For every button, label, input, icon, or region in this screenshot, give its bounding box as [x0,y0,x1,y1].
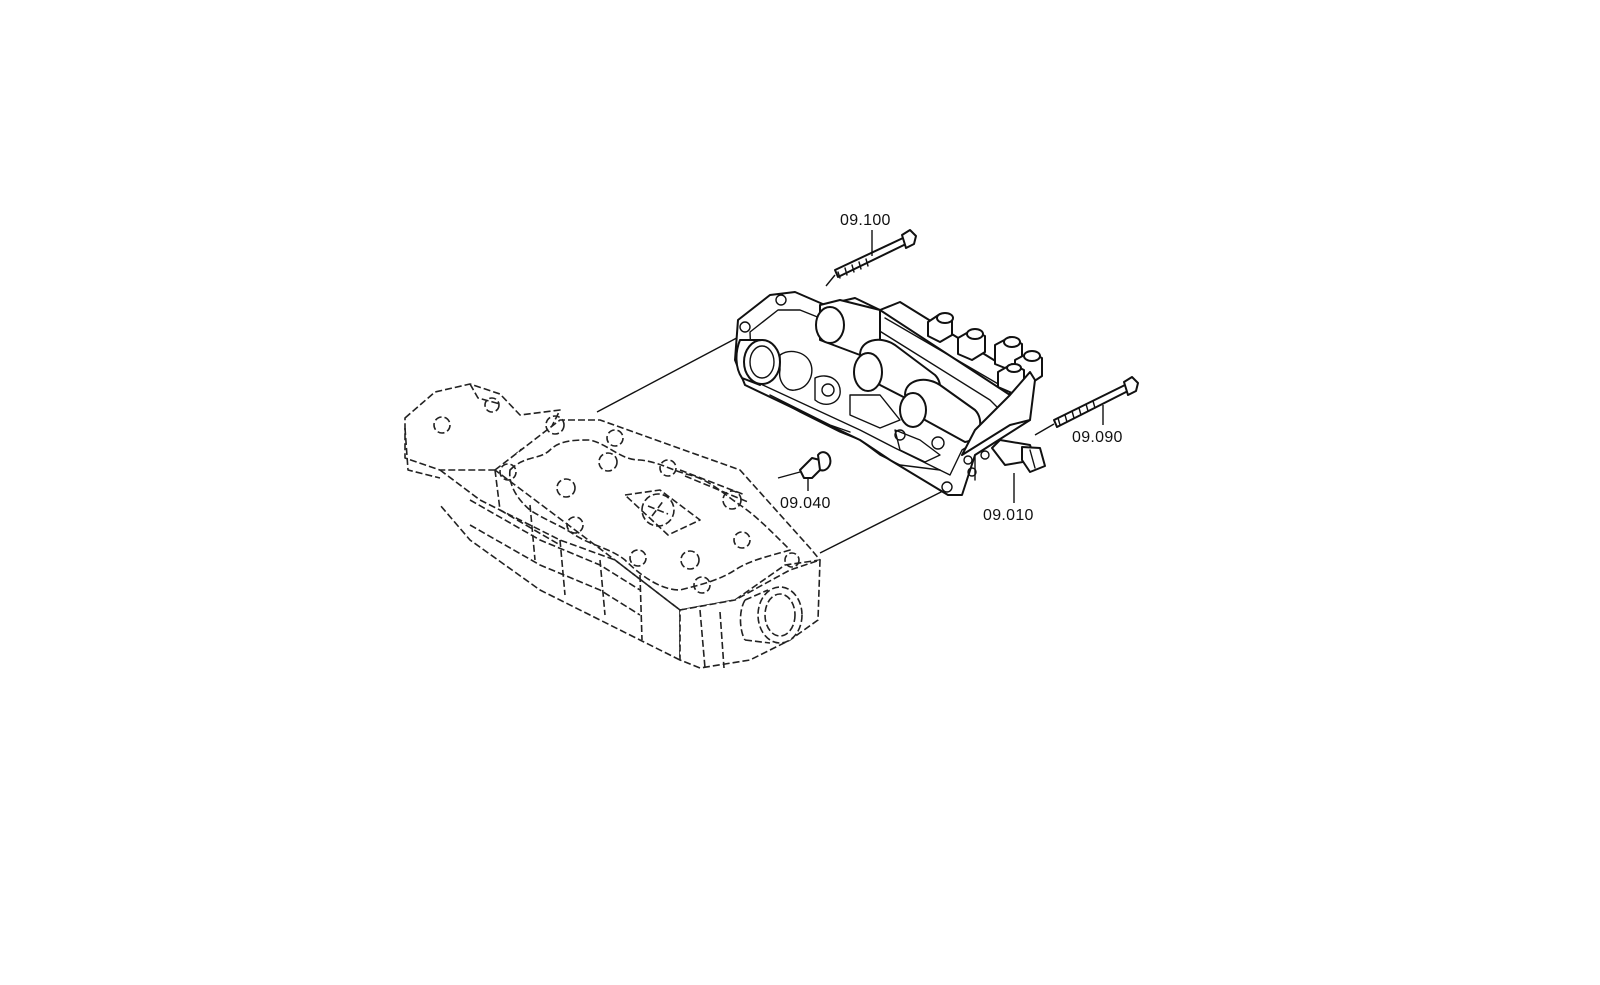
callout-09-010[interactable]: 09.010 [983,507,1034,524]
callout-09-040[interactable]: 09.040 [780,495,831,512]
callout-labels: 09.100 09.090 09.040 09.010 [780,212,1123,524]
bolt-09-090 [1034,376,1139,436]
callout-09-090[interactable]: 09.090 [1072,429,1123,446]
callout-leaders [807,230,1104,503]
assembly-line-lower [819,489,946,554]
assembly-line-upper [596,331,749,413]
hydraulic-control-unit [734,229,1139,496]
callout-09-100[interactable]: 09.100 [840,212,891,229]
assembly-lines [596,331,946,554]
plug-pin-09-040 [777,451,832,479]
transmission-housing [404,383,821,669]
bolt-09-100 [825,229,917,287]
pressure-fitting-09-010 [991,439,1046,473]
